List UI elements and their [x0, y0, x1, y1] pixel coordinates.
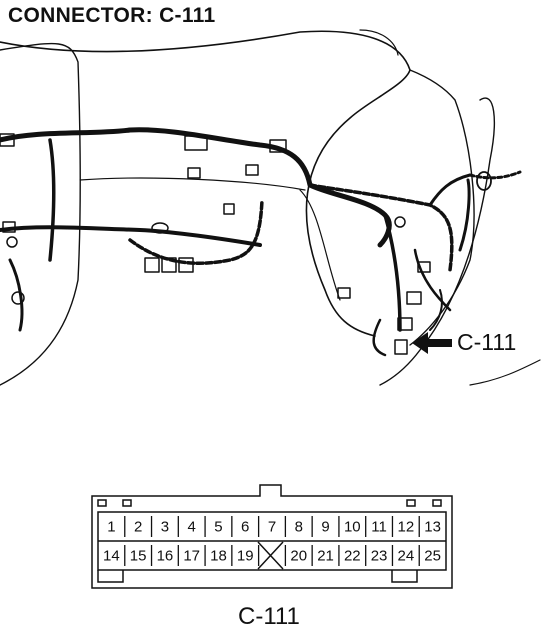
pin-number-1: 1 — [107, 519, 115, 536]
pin-number-7: 7 — [268, 519, 276, 536]
pin-number-8: 8 — [295, 519, 303, 536]
pin-number-2: 2 — [134, 519, 142, 536]
pin-number-21: 21 — [317, 548, 334, 565]
pin-number-18: 18 — [210, 548, 227, 565]
connector-callout-label: C-111 — [457, 329, 517, 355]
pin-number-17: 17 — [183, 548, 200, 565]
pin-number-11: 11 — [371, 519, 387, 536]
pin-number-15: 15 — [130, 548, 147, 565]
pin-number-22: 22 — [344, 548, 361, 565]
pin-number-10: 10 — [344, 519, 361, 536]
pin-number-5: 5 — [214, 519, 222, 536]
pin-number-25: 25 — [424, 548, 441, 565]
pin-number-16: 16 — [157, 548, 174, 565]
pin-number-19: 19 — [237, 548, 254, 565]
connector-caption: C-111 — [238, 603, 300, 630]
pin-number-14: 14 — [103, 548, 120, 565]
pin-number-6: 6 — [241, 519, 249, 536]
page-title: CONNECTOR: C-111 — [8, 4, 216, 27]
pin-number-24: 24 — [398, 548, 415, 565]
pin-number-12: 12 — [398, 519, 415, 536]
pin-number-23: 23 — [371, 548, 388, 565]
pin-number-20: 20 — [290, 548, 307, 565]
pin-number-3: 3 — [161, 519, 169, 536]
callout-arrow — [412, 332, 452, 354]
pin-number-9: 9 — [321, 519, 329, 536]
pin-number-13: 13 — [424, 519, 441, 536]
pin-number-4: 4 — [188, 519, 196, 536]
